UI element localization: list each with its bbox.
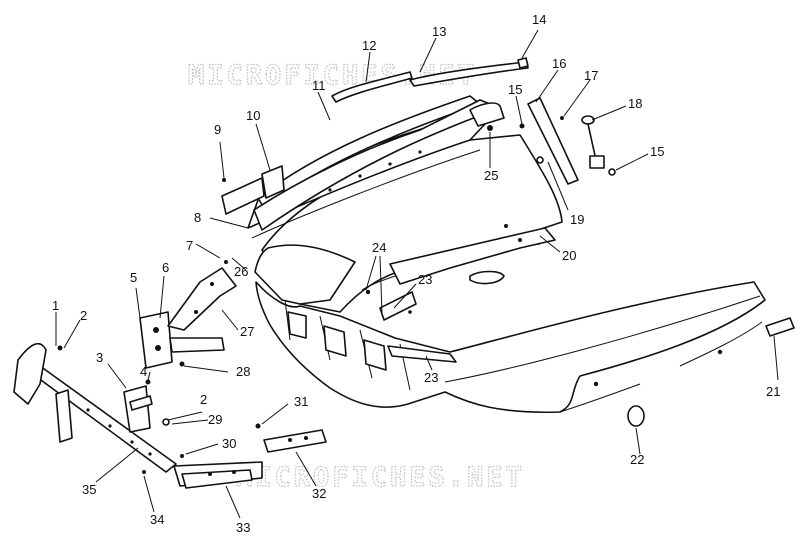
callout-33: 33	[236, 520, 250, 535]
callout-14: 14	[532, 12, 546, 27]
top-trim	[409, 61, 529, 87]
callout-labels: 1 2 3 4 5 6 7 8 9 10 11 12 13 14 15 16 1…	[52, 12, 780, 535]
callout-9: 9	[214, 122, 221, 137]
callout-5: 5	[130, 270, 137, 285]
callout-2: 2	[80, 308, 87, 323]
callout-18: 18	[628, 96, 642, 111]
callout-25: 25	[484, 168, 498, 183]
hood-body	[254, 134, 766, 414]
side-bracket-left-2	[221, 177, 265, 215]
callout-34: 34	[150, 512, 164, 527]
callout-12: 12	[362, 38, 376, 53]
callout-3: 3	[96, 350, 103, 365]
callout-2-repeat: 2	[200, 392, 207, 407]
hood-bracket-plate	[469, 102, 505, 127]
callout-4: 4	[140, 364, 147, 379]
watermark-bottom: MICROFICHES.NET	[236, 462, 525, 493]
callout-30: 30	[222, 436, 236, 451]
callout-13: 13	[432, 24, 446, 39]
nut-14	[517, 57, 529, 69]
latch-assembly	[581, 115, 616, 176]
callout-31: 31	[294, 394, 308, 409]
callout-1: 1	[52, 298, 59, 313]
latch-strap	[527, 97, 579, 185]
callout-17: 17	[584, 68, 598, 83]
callout-15: 15	[508, 82, 522, 97]
mounting-bracket-23b	[387, 345, 457, 363]
callout-28: 28	[236, 364, 250, 379]
callout-19: 19	[570, 212, 584, 227]
callout-22: 22	[630, 452, 644, 467]
callout-15-repeat: 15	[650, 144, 664, 159]
callout-16: 16	[552, 56, 566, 71]
bumper-end-piece	[765, 317, 795, 337]
callout-20: 20	[562, 248, 576, 263]
callout-32: 32	[312, 486, 326, 501]
callout-35: 35	[82, 482, 96, 497]
trim-strip	[331, 71, 413, 103]
callout-26: 26	[234, 264, 248, 279]
side-bracket-left	[261, 165, 285, 199]
callout-27: 27	[240, 324, 254, 339]
callout-24: 24	[372, 240, 386, 255]
callout-7: 7	[186, 238, 193, 253]
callout-8: 8	[194, 210, 201, 225]
callout-6: 6	[162, 260, 169, 275]
callout-11: 11	[312, 78, 326, 93]
mounting-bracket-23a	[379, 291, 417, 321]
callout-10: 10	[246, 108, 260, 123]
front-frame	[13, 267, 327, 489]
callout-21: 21	[766, 384, 780, 399]
plug-22	[627, 405, 645, 427]
callout-23-repeat: 23	[424, 370, 438, 385]
callout-23: 23	[418, 272, 432, 287]
leader-lines	[55, 29, 779, 519]
callout-29: 29	[208, 412, 222, 427]
